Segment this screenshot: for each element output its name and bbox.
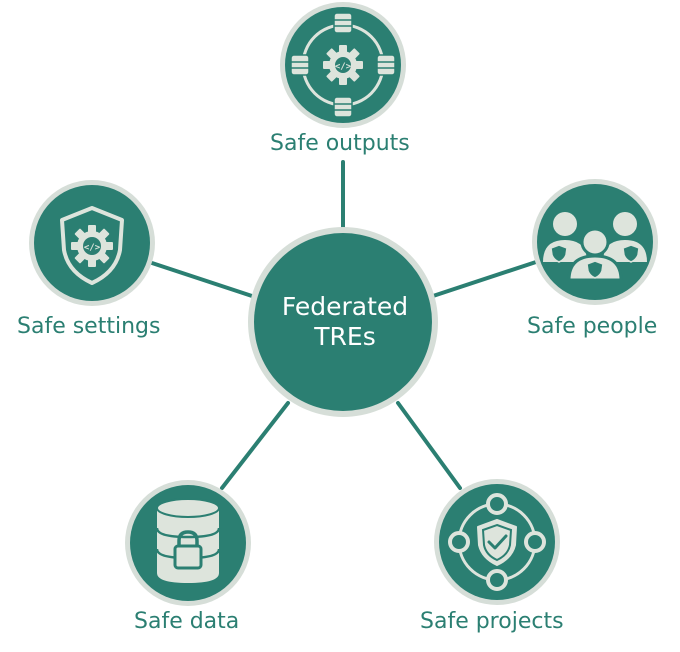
connector-people <box>431 260 538 298</box>
connector-data <box>220 401 290 490</box>
people-group-icon <box>543 212 647 282</box>
center-title-line1: Federated <box>281 292 409 321</box>
label-safe-people: Safe people <box>527 314 658 339</box>
label-safe-outputs: Safe outputs <box>270 131 410 156</box>
node-projects <box>434 479 560 605</box>
node-data <box>125 480 251 606</box>
node-outputs: </> <box>280 2 406 128</box>
connector-settings <box>150 261 254 298</box>
center-title-line2: TREs <box>314 322 376 351</box>
network-cog-icon: </> <box>290 12 396 118</box>
center-hub <box>248 227 438 417</box>
shield-network-icon <box>448 493 546 591</box>
svg-text:</>: </> <box>84 243 101 253</box>
database-lock-icon <box>155 498 221 583</box>
node-settings: </> <box>29 180 155 306</box>
label-safe-projects: Safe projects <box>420 609 564 634</box>
shield-gear-icon: </> <box>60 206 124 285</box>
connectors <box>150 160 538 490</box>
lock-icon <box>173 530 203 570</box>
center-title: Federated TREs <box>255 292 435 352</box>
svg-text:</>: </> <box>335 62 352 72</box>
node-people <box>532 179 658 305</box>
label-safe-settings: Safe settings <box>17 314 161 339</box>
connector-projects <box>396 401 462 490</box>
label-safe-data: Safe data <box>134 609 240 634</box>
